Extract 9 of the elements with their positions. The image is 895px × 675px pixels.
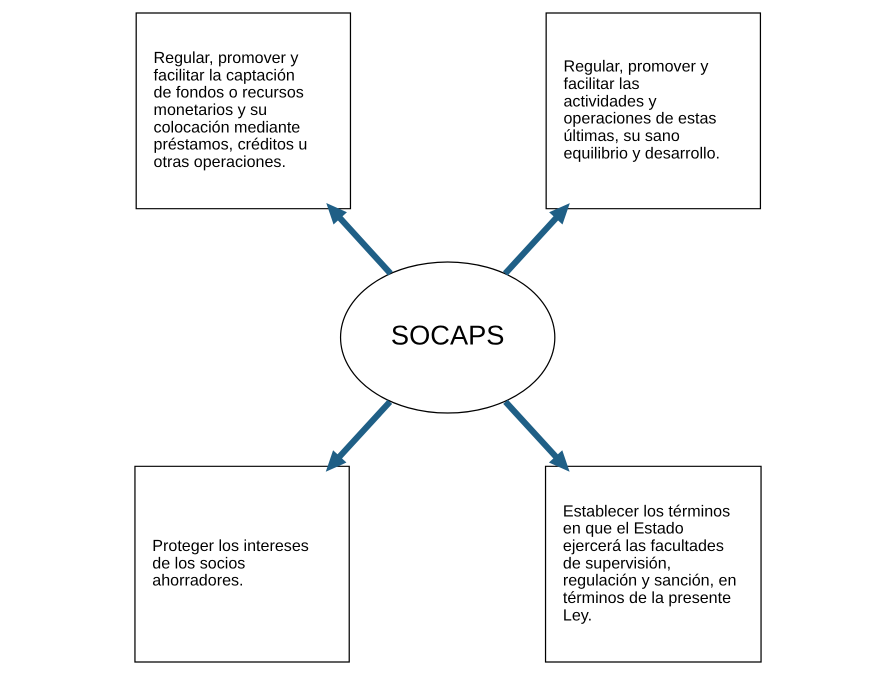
node-box: Proteger los intereses de los socios ahorradores.: [134, 466, 350, 663]
node-ellipse: SOCAPS: [339, 261, 555, 414]
arrow: [502, 400, 570, 472]
arrow: [325, 400, 392, 472]
arrow: [502, 203, 570, 276]
arrow: [326, 203, 392, 276]
node-box: Establecer los términos en que el Estado ejercerá las facultades de supervisión, regulación y sanción, en términos de la presente Ley.: [544, 466, 762, 663]
node-box: Regular, promover y facilitar las actividades y operaciones de estas últimas, su sano equilibrio y desarrollo.: [545, 12, 761, 210]
node-box: Regular, promover y facilitar la captación de fondos o recursos monetarios y su colocación mediante préstamos, créditos u otras operaciones.: [135, 12, 351, 210]
